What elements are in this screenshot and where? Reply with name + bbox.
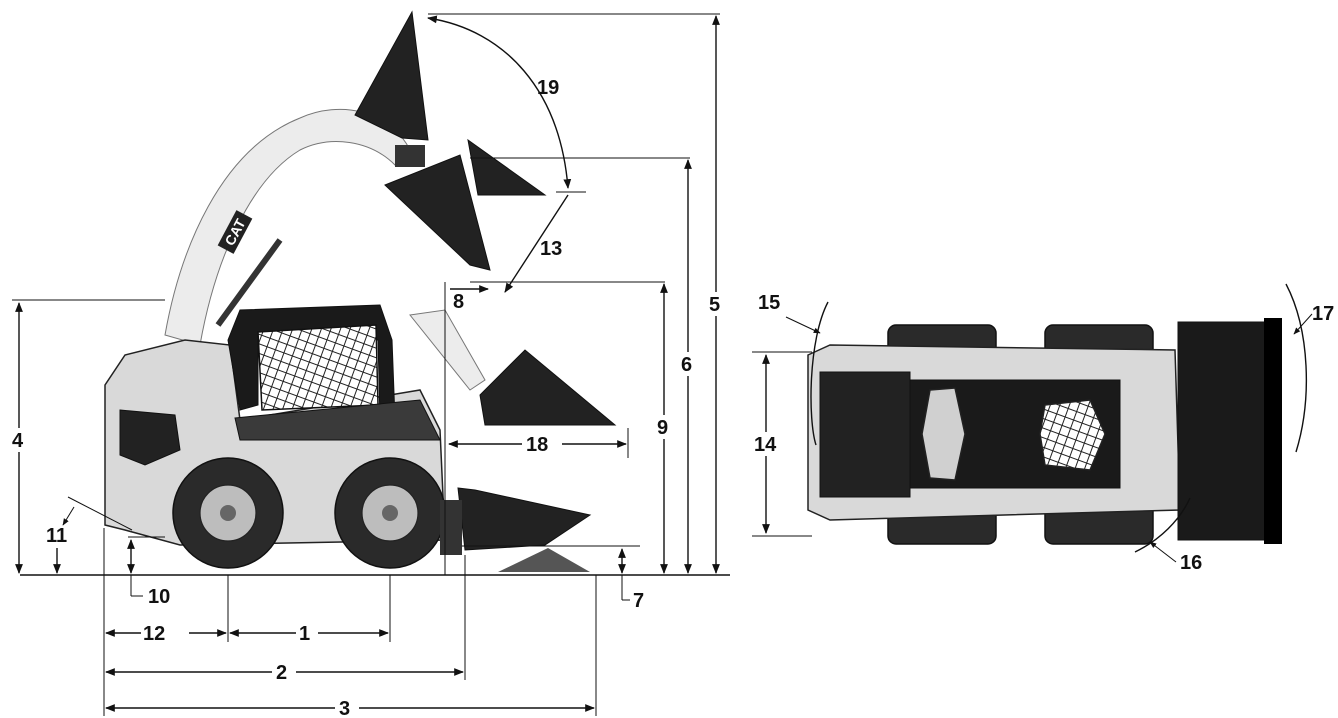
top-bucket	[1177, 321, 1267, 541]
bucket-mid	[479, 349, 617, 426]
lift-arm-lowered	[234, 399, 441, 441]
dim-16-arc	[1134, 497, 1191, 553]
bucket-raised-curl	[467, 138, 547, 196]
rear-panel	[119, 409, 181, 466]
dim-label-19: 19	[537, 77, 559, 99]
bucket-pivot-raised	[395, 145, 425, 167]
dim-label-1: 1	[299, 623, 310, 645]
dim-label-3: 3	[339, 698, 350, 718]
dim-label-8: 8	[453, 291, 464, 313]
dim-label-5: 5	[709, 294, 720, 316]
dim-label-17: 17	[1312, 303, 1334, 325]
side-view: CAT CAT	[7, 10, 730, 718]
dim-label-4: 4	[12, 430, 24, 452]
cab-cage	[257, 324, 379, 411]
dim-label-11: 11	[46, 525, 67, 547]
lift-arm-mid	[409, 309, 486, 391]
lift-cylinder-raised	[215, 238, 283, 327]
dim-17-arc	[1285, 283, 1308, 453]
dim-15-arc	[810, 301, 829, 446]
dim-label-15: 15	[758, 292, 780, 314]
bucket-mount	[440, 500, 462, 555]
dim-19-arc	[427, 15, 572, 189]
dim-label-14: 14	[754, 434, 777, 456]
top-seat	[921, 387, 966, 481]
top-engine	[819, 371, 911, 498]
front-wheel	[334, 457, 446, 569]
rear-wheel	[172, 457, 284, 569]
dim-label-9: 9	[657, 417, 668, 439]
bucket-lowered	[457, 487, 592, 551]
dim-label-13: 13	[540, 238, 562, 260]
dim-13-line	[504, 194, 569, 293]
dim-label-6: 6	[681, 354, 692, 376]
bucket-raised-dump	[354, 10, 429, 141]
dim-label-18: 18	[526, 434, 548, 456]
dim-label-10: 10	[148, 586, 170, 608]
dim-label-2: 2	[276, 662, 287, 684]
dim-label-12: 12	[143, 623, 165, 645]
dim-label-7: 7	[633, 590, 644, 612]
dim-label-16: 16	[1180, 552, 1202, 574]
top-view: 15 17 16 14	[752, 283, 1334, 574]
top-bucket-edge	[1264, 318, 1282, 544]
bucket-ground-ghost	[498, 548, 590, 572]
top-front-screen	[1039, 399, 1106, 471]
